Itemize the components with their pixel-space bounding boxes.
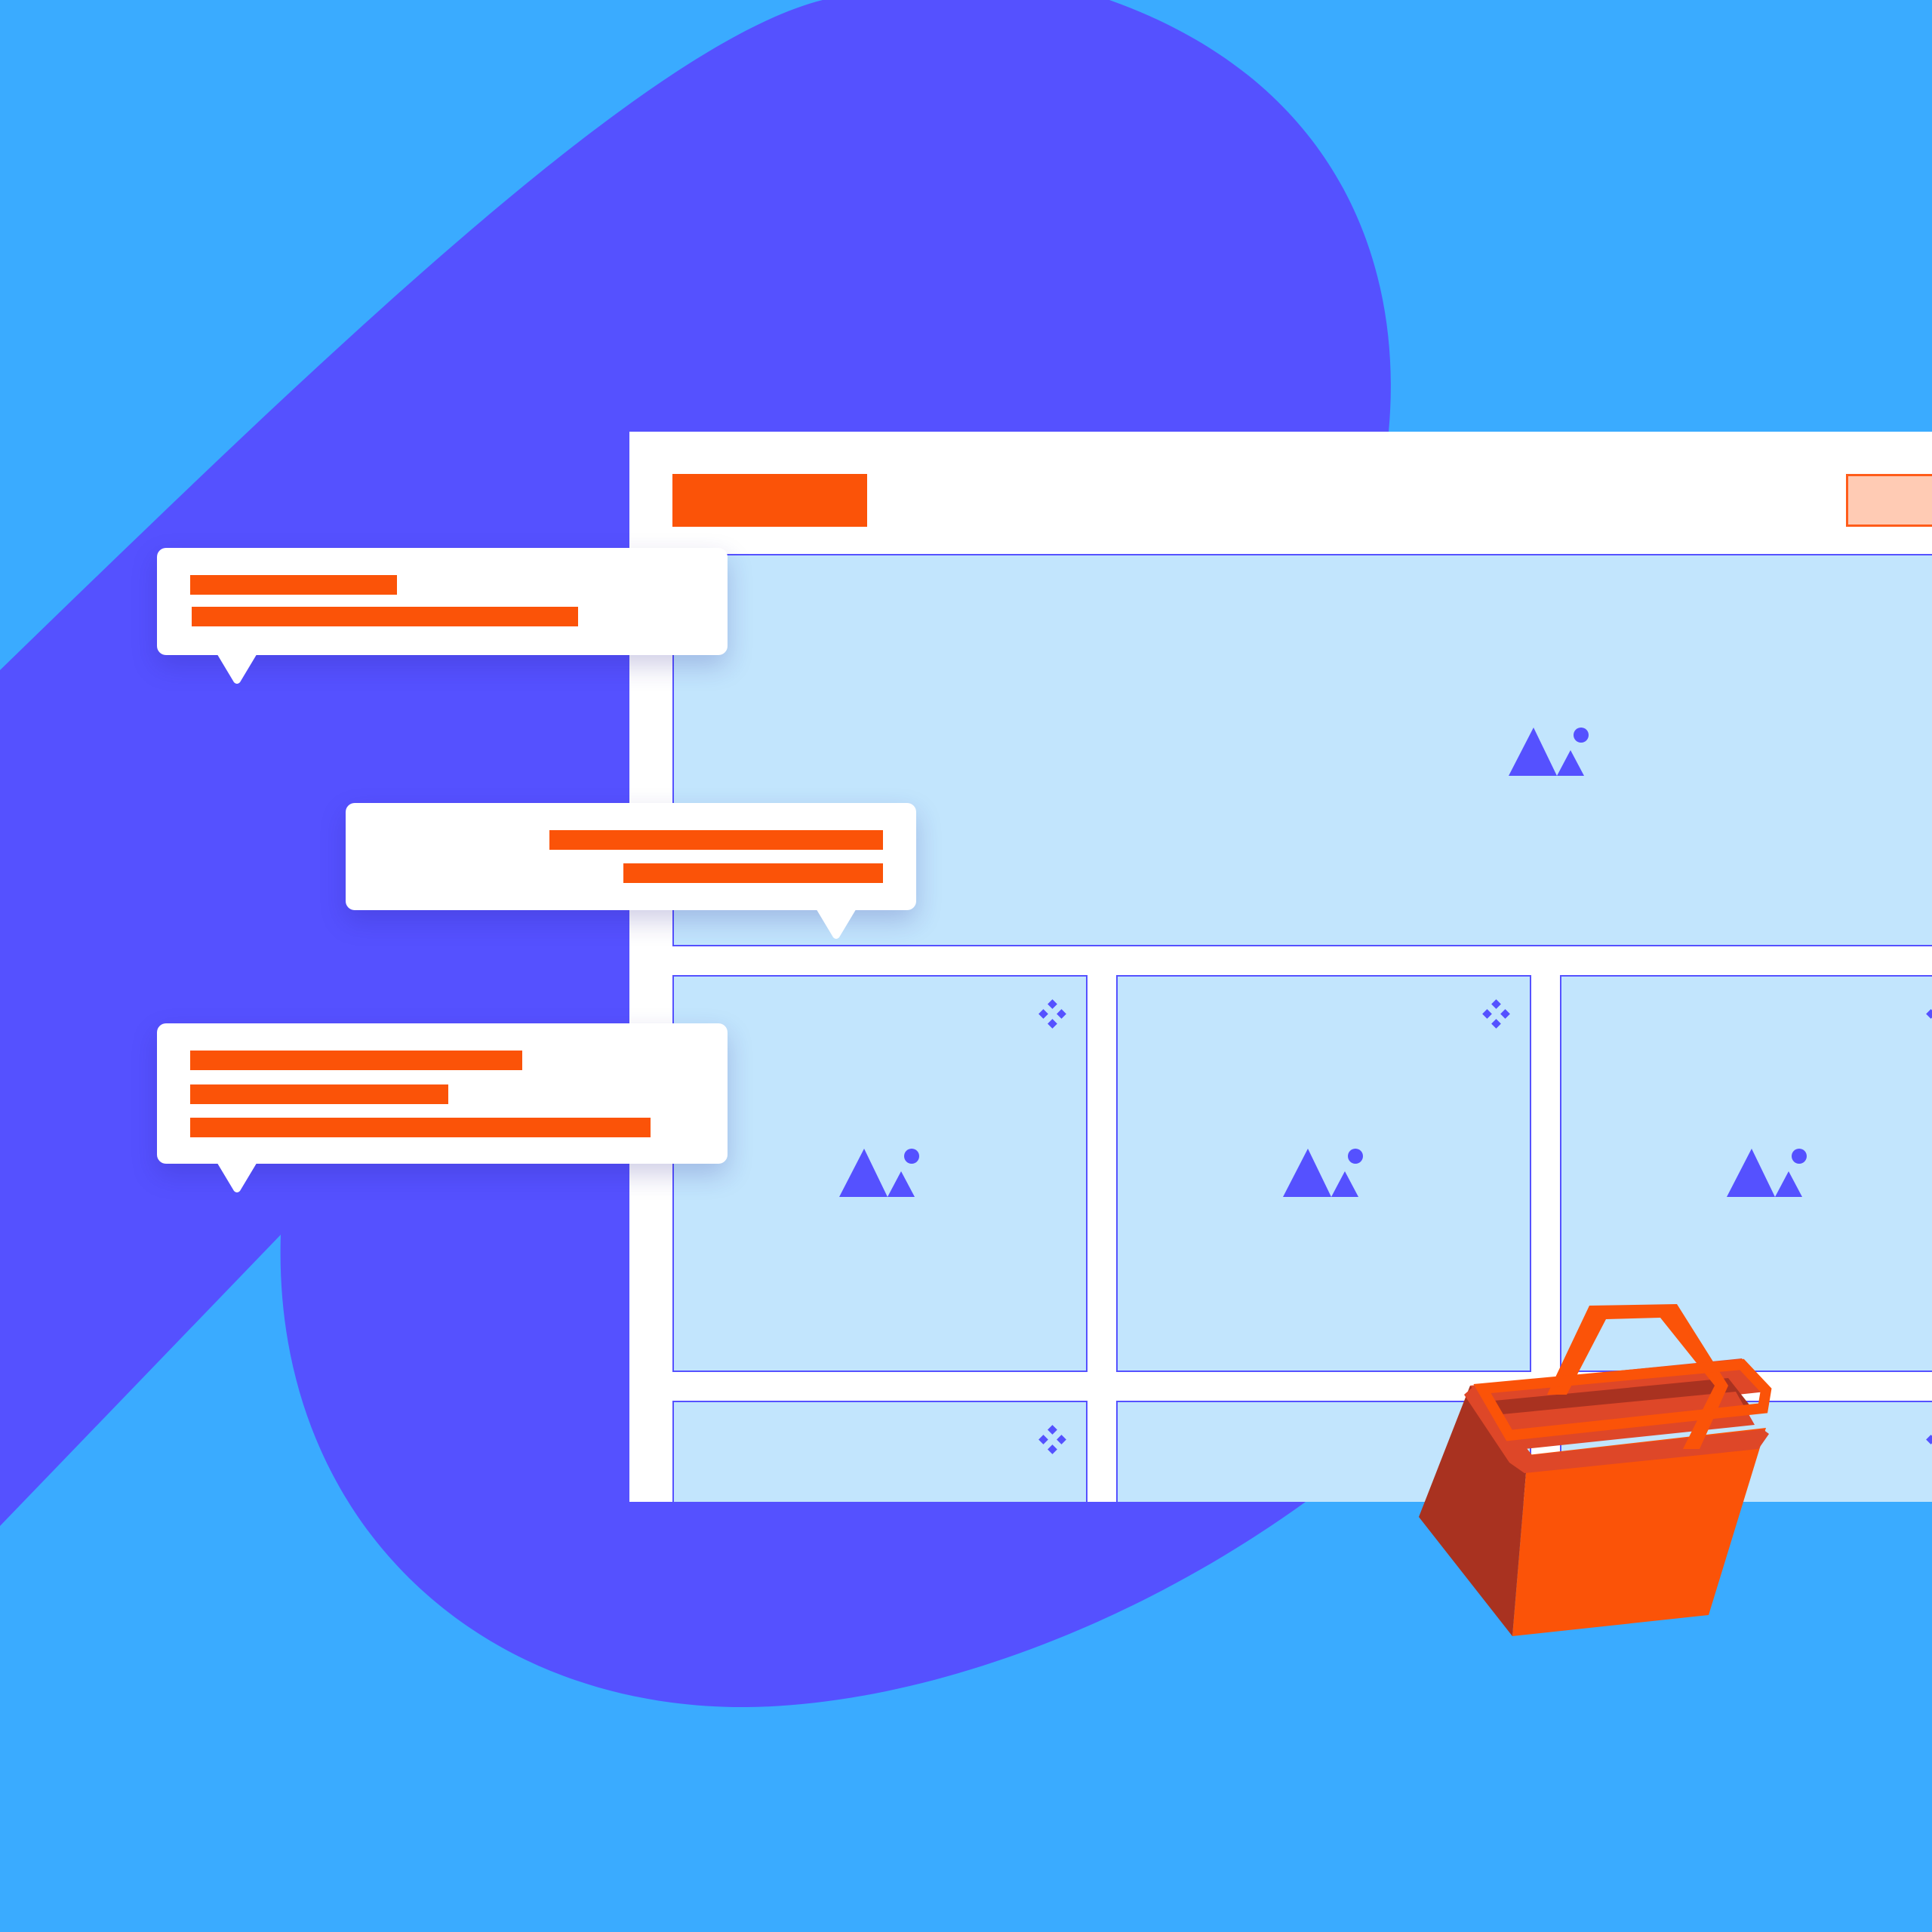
text-line-placeholder [192,607,578,626]
product-tile[interactable] [672,1401,1088,1502]
text-line-placeholder [190,1118,651,1137]
image-placeholder-icon [1727,1149,1807,1197]
sparkle-icon [1926,1435,1932,1444]
text-line-placeholder [190,575,397,595]
text-line-placeholder [549,830,883,850]
image-placeholder-icon [839,1149,919,1197]
text-line-placeholder [190,1084,448,1104]
sparkle-icon [1038,1425,1066,1454]
product-tile[interactable] [1116,975,1531,1372]
text-line-placeholder [623,863,883,883]
image-placeholder-icon [1509,728,1589,776]
text-line-placeholder [190,1051,522,1070]
product-tile[interactable] [672,975,1088,1372]
image-placeholder-icon [1283,1149,1363,1197]
chat-bubble [157,1023,728,1192]
header-button[interactable] [1846,474,1932,527]
bubble-tail [815,907,857,939]
bubble-tail [216,652,258,684]
bubble-tail [216,1161,258,1192]
sparkle-icon [1038,999,1066,1029]
sparkle-icon [1926,1009,1932,1019]
sparkle-icon [1482,999,1510,1029]
chat-bubble [346,803,916,939]
chat-bubble [157,548,728,684]
shopping-basket-icon [1419,1304,1772,1636]
site-logo-placeholder[interactable] [672,474,867,527]
